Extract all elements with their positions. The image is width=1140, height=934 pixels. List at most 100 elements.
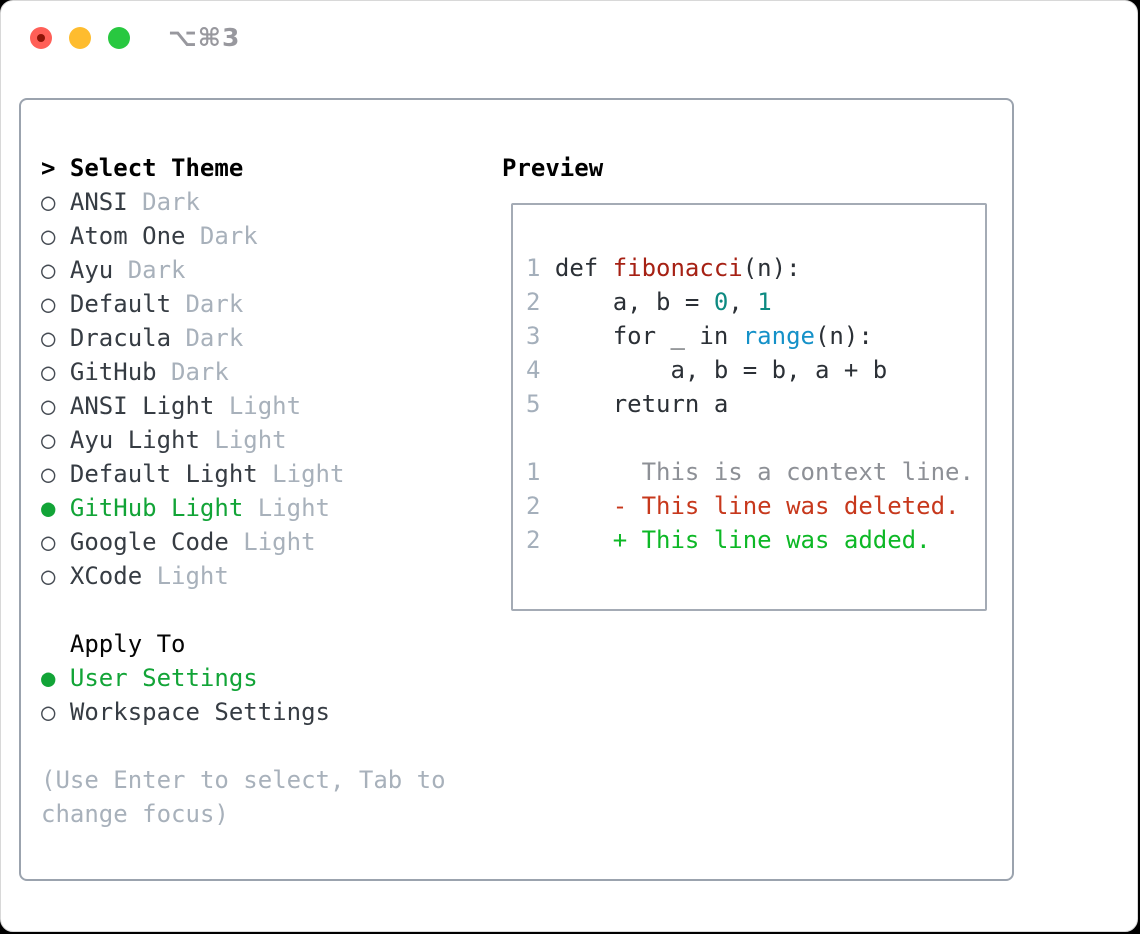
code-segment-plain: (n): [814, 322, 873, 350]
code-segment-plain: return a [554, 390, 729, 418]
code-line: 2 - This line was deleted. [526, 489, 985, 523]
preview-header: Preview [502, 154, 604, 182]
apply-option-label: Workspace Settings [69, 698, 330, 726]
code-segment-plain: , [728, 288, 758, 316]
theme-variant-tag: Light [156, 562, 229, 590]
prompt-arrow-icon: > [41, 154, 56, 182]
code-segment-plain: (n): [742, 254, 801, 282]
code-segment-plain: a, b = [554, 288, 714, 316]
apply-option-workspace-settings[interactable]: ○ Workspace Settings [41, 695, 446, 729]
code-segment-added: + This line was added. [554, 526, 931, 554]
theme-item-label: GitHub Light [69, 494, 244, 522]
theme-variant-tag: Light [257, 494, 330, 522]
close-dot-icon [37, 34, 45, 42]
theme-variant-tag: Dark [185, 324, 244, 352]
code-segment-plain: a, b = b, a + b [554, 356, 888, 384]
line-number: 2 [526, 526, 541, 554]
line-number: 2 [526, 492, 541, 520]
line-number: 5 [526, 390, 541, 418]
select-theme-header: > Select Theme [41, 151, 446, 185]
theme-variant-tag: Dark [142, 188, 200, 216]
apply-option-user-settings[interactable]: ● User Settings [41, 661, 446, 695]
radio-unselected-icon: ○ [41, 222, 56, 250]
theme-item-label: Ayu [69, 256, 114, 284]
line-number: 1 [526, 254, 541, 282]
radio-unselected-icon: ○ [41, 256, 56, 284]
hint-line-2: change focus) [41, 800, 229, 828]
theme-variant-tag: Dark [171, 358, 229, 386]
apply-to-header: Apply To [69, 630, 186, 658]
theme-item-label: Dracula [69, 324, 172, 352]
theme-item-ansi[interactable]: ○ ANSI Dark [41, 185, 446, 219]
code-segment-context: This is a context line. [554, 458, 974, 486]
theme-item-label: Google Code [69, 528, 229, 556]
theme-variant-tag: Dark [185, 290, 244, 318]
radio-selected-icon: ● [41, 494, 56, 522]
radio-unselected-icon: ○ [41, 460, 56, 488]
theme-item-label: ANSI [69, 188, 128, 216]
theme-item-label: ANSI Light [69, 392, 215, 420]
theme-item-label: Atom One [69, 222, 186, 250]
theme-variant-tag: Light [214, 426, 287, 454]
theme-variant-tag: Light [272, 460, 345, 488]
minimize-button[interactable] [69, 27, 91, 49]
line-number: 2 [526, 288, 541, 316]
theme-item-label: Default [69, 290, 172, 318]
radio-unselected-icon: ○ [41, 188, 56, 216]
code-segment-deleted: - This line was deleted. [554, 492, 960, 520]
line-number: 1 [526, 458, 541, 486]
theme-item-github[interactable]: ○ GitHub Dark [41, 355, 446, 389]
code-line: 1 This is a context line. [526, 455, 985, 489]
spacer [41, 729, 446, 763]
radio-unselected-icon: ○ [41, 324, 56, 352]
code-line: 4 a, b = b, a + b [526, 353, 985, 387]
window-shortcut-label: ⌥⌘3 [168, 23, 241, 52]
radio-unselected-icon: ○ [41, 562, 56, 590]
code-segment-number: 0 [713, 288, 729, 316]
theme-item-github-light[interactable]: ● GitHub Light Light [41, 491, 446, 525]
apply-option-label: User Settings [69, 664, 258, 692]
theme-item-ayu[interactable]: ○ Ayu Dark [41, 253, 446, 287]
radio-unselected-icon: ○ [41, 358, 56, 386]
theme-item-label: Default Light [69, 460, 258, 488]
line-number: 4 [526, 356, 541, 384]
zoom-button[interactable] [108, 27, 130, 49]
titlebar: ⌥⌘3 [1, 1, 1137, 75]
radio-selected-icon: ● [41, 664, 56, 692]
theme-item-label: GitHub [69, 358, 157, 386]
code-line: 2 + This line was added. [526, 523, 985, 557]
select-theme-header-label: Select Theme [69, 154, 244, 182]
theme-item-default-light[interactable]: ○ Default Light Light [41, 457, 446, 491]
theme-item-label: XCode [69, 562, 143, 590]
line-number: 3 [526, 322, 541, 350]
hint-line-1: (Use Enter to select, Tab to [41, 766, 446, 794]
theme-item-xcode[interactable]: ○ XCode Light [41, 559, 446, 593]
radio-unselected-icon: ○ [41, 528, 56, 556]
apply-to-options: ● User Settings ○ Workspace Settings [41, 661, 446, 729]
theme-item-label: Ayu Light [69, 426, 200, 454]
theme-variant-tag: Dark [127, 256, 186, 284]
theme-item-ansi-light[interactable]: ○ ANSI Light Light [41, 389, 446, 423]
close-button[interactable] [30, 27, 52, 49]
radio-unselected-icon: ○ [41, 698, 56, 726]
radio-unselected-icon: ○ [41, 392, 56, 420]
theme-variant-tag: Light [228, 392, 302, 420]
code-segment-plain: for _ in [554, 322, 743, 350]
spacer [41, 593, 446, 627]
code-line: 2 a, b = 0, 1 [526, 285, 985, 319]
code-segment-number: 1 [757, 288, 772, 316]
code-line [526, 421, 985, 455]
code-segment-plain: def [554, 254, 613, 282]
theme-item-dracula[interactable]: ○ Dracula Dark [41, 321, 446, 355]
